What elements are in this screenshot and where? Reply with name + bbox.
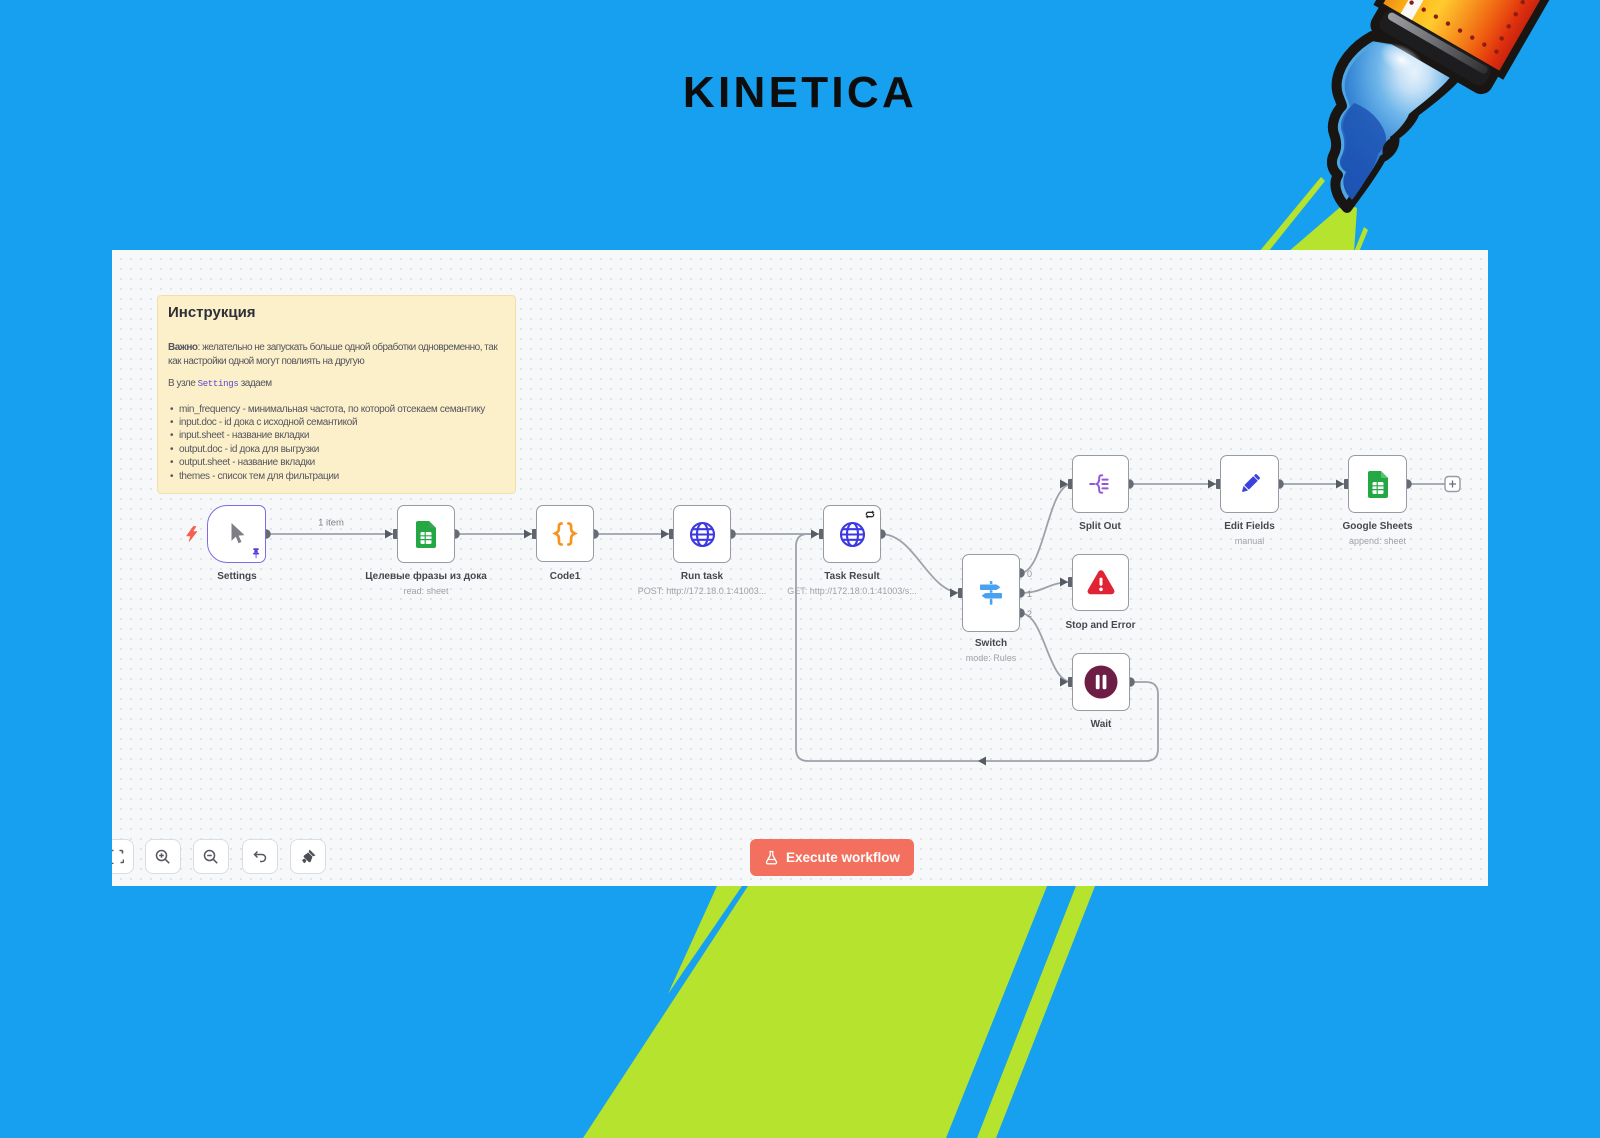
svg-text:0: 0	[1027, 569, 1032, 579]
svg-text:2: 2	[1027, 609, 1032, 619]
svg-text:1 item: 1 item	[318, 518, 344, 529]
svg-text:1: 1	[1027, 589, 1032, 599]
